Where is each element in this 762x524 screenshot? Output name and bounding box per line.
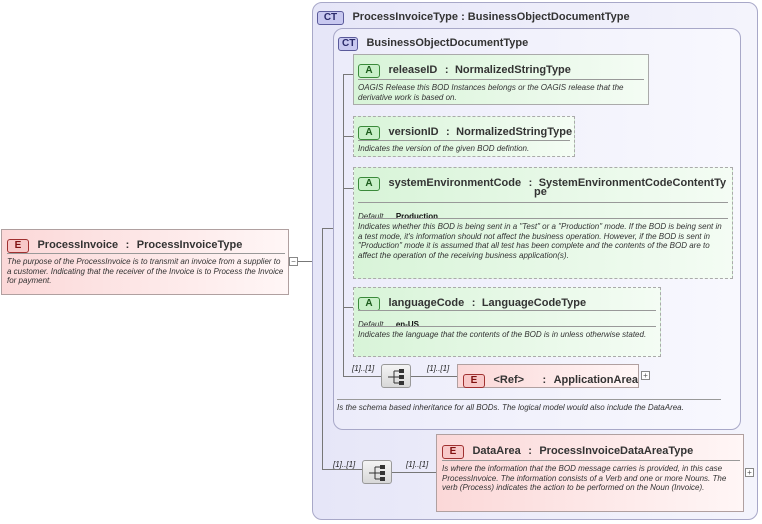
connector-line [392,472,436,473]
connector-line [343,188,353,189]
attribute-name: languageCode [388,297,465,309]
divider [358,310,656,311]
type-separator: : [446,126,450,138]
element-box-applicationarea[interactable]: E <Ref> : ApplicationArea [457,364,639,388]
root-element-doc: The purpose of the ProcessInvoice is to … [7,257,284,285]
connector-line [343,376,381,377]
root-element-box[interactable]: E ProcessInvoice : ProcessInvoiceType Th… [1,229,289,295]
sequence-icon [388,369,404,385]
attribute-type: LanguageCodeType [481,297,587,309]
attribute-box-releaseid[interactable]: A releaseID : NormalizedStringType OAGIS… [353,54,649,105]
element-badge: E [7,239,29,253]
occurrence-label: [1]..[1] [333,460,356,469]
connector-line [343,136,353,137]
sequence-compositor[interactable] [381,364,411,388]
element-badge: E [442,445,464,459]
type-separator: : [528,445,532,457]
attribute-name: versionID [388,126,439,138]
default-label: Default [358,212,384,221]
attribute-name: systemEnvironmentCode [388,177,522,189]
attribute-badge: A [358,177,380,191]
type-separator: : [125,239,130,251]
connector-line [411,376,457,377]
expand-toggle[interactable]: + [641,371,650,380]
attribute-doc: Indicates whether this BOD is being sent… [358,222,722,260]
connector-line [298,261,322,262]
attribute-doc: Indicates the language that the contents… [358,330,647,339]
connector-line [322,469,362,470]
element-type: ApplicationArea [553,374,638,386]
attribute-badge: A [358,64,380,78]
type-separator: : [444,64,449,76]
divider [358,326,656,327]
connector-line [322,228,323,469]
attribute-type: NormalizedStringType [456,126,573,138]
attribute-badge: A [358,126,380,140]
root-element-name: ProcessInvoice [37,239,119,251]
type-separator: : [542,374,547,386]
divider [7,253,285,254]
element-name: DataArea [472,445,521,457]
expand-toggle[interactable]: + [745,468,754,477]
attribute-doc: Indicates the version of the given BOD d… [358,144,530,153]
base-type-doc: Is the schema based inheritance for all … [337,403,684,412]
collapse-toggle[interactable]: − [289,257,298,266]
element-box-dataarea[interactable]: E DataArea : ProcessInvoiceDataAreaType … [436,434,744,512]
divider [442,460,740,461]
element-badge: E [463,374,485,388]
connector-line [343,74,353,75]
connector-line [343,307,353,308]
type-separator: : [471,297,476,309]
outer-type-title: ProcessInvoiceType : BusinessObjectDocum… [352,11,630,23]
default-value: Production [395,212,439,221]
divider [358,140,570,141]
divider [337,399,721,400]
sequence-compositor[interactable] [362,460,392,484]
element-type: ProcessInvoiceDataAreaType [539,445,694,457]
attribute-type: SystemEnvironmentCodeContentTy [538,177,727,189]
attribute-box-versionid[interactable]: A versionID : NormalizedStringType Indic… [353,116,575,157]
attribute-box-languagecode[interactable]: A languageCode : LanguageCodeType Defaul… [353,287,661,357]
connector-line [343,74,344,376]
divider [358,79,644,80]
element-doc: Is where the information that the BOD me… [442,464,727,492]
base-type-title: BusinessObjectDocumentType [366,37,529,49]
default-value: en-US [395,320,419,329]
connector-line [322,228,334,229]
complex-type-badge: CT [317,11,344,25]
divider [358,218,728,219]
type-separator: : [528,177,533,189]
default-label: Default [358,320,384,329]
sequence-icon [369,465,385,481]
divider [358,202,728,203]
complex-type-badge: CT [338,37,358,51]
attribute-doc: OAGIS Release this BOD Instances belongs… [358,83,624,102]
attribute-name: releaseID [388,64,438,76]
attribute-type-continued: pe [534,186,547,198]
occurrence-label: [1]..[1] [352,364,375,373]
occurrence-label: [1]..[1] [427,364,450,373]
root-element-type: ProcessInvoiceType [136,239,243,251]
attribute-badge: A [358,297,380,311]
attribute-type: NormalizedStringType [454,64,571,76]
occurrence-label: [1]..[1] [406,460,429,469]
element-ref: <Ref> [493,374,525,386]
attribute-box-systemenvironmentcode[interactable]: A systemEnvironmentCode : SystemEnvironm… [353,167,733,279]
